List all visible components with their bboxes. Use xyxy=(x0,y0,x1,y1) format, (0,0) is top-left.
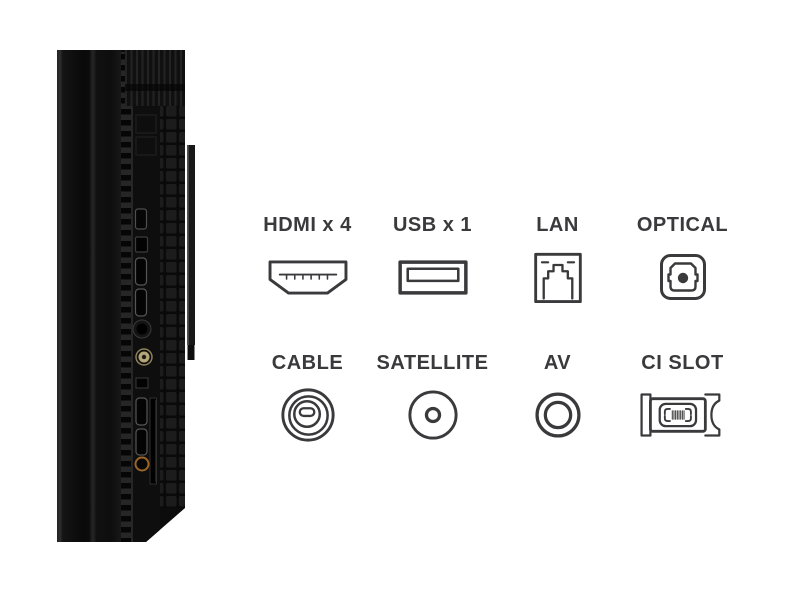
satellite-icon xyxy=(407,382,459,448)
tv-top-band xyxy=(125,84,185,91)
port-item-lan: LAN xyxy=(495,210,620,310)
optical-icon xyxy=(659,244,707,310)
usb-icon xyxy=(397,244,468,310)
ports-grid: HDMI x 4 USB x 1 LAN xyxy=(245,210,745,448)
port-label-usb: USB x 1 xyxy=(392,214,473,236)
cable-icon xyxy=(279,382,337,448)
tv-panel-detail xyxy=(135,114,157,134)
tv-panel-detail xyxy=(135,136,157,156)
port-item-usb: USB x 1 xyxy=(370,210,495,310)
port-label-satellite: SATELLITE xyxy=(376,352,489,374)
tv-bracket-highlight xyxy=(187,145,189,345)
tv-hdmi-port xyxy=(134,288,148,317)
tv-av-jack-hole xyxy=(136,323,148,335)
port-item-optical: OPTICAL xyxy=(620,210,745,310)
tv-lan-port xyxy=(135,377,149,389)
tv-side-photo xyxy=(48,40,218,560)
port-item-cable: CABLE xyxy=(245,348,370,448)
tv-side-photo-graphic xyxy=(57,50,195,542)
port-label-hdmi: HDMI x 4 xyxy=(263,214,352,236)
tv-optical-port xyxy=(134,236,149,253)
hdmi-icon xyxy=(267,244,349,310)
tv-hdmi-port xyxy=(135,397,148,426)
port-item-satellite: SATELLITE xyxy=(370,348,495,448)
port-label-lan: LAN xyxy=(536,214,579,236)
tv-screen-edge xyxy=(57,50,121,542)
tv-coax-connector-pin xyxy=(141,354,147,360)
port-label-cable: CABLE xyxy=(271,352,344,374)
tv-usb-port xyxy=(134,208,148,230)
port-item-ci-slot: CI SLOT xyxy=(620,348,745,448)
tv-hdmi-port xyxy=(134,257,148,286)
tv-vent-strip xyxy=(121,52,133,542)
lan-icon xyxy=(533,244,583,310)
tv-composite-jack xyxy=(134,456,150,472)
av-icon xyxy=(534,382,582,448)
port-label-av: AV xyxy=(543,352,572,374)
port-item-av: AV xyxy=(495,348,620,448)
tv-bracket xyxy=(187,145,195,345)
tv-back-texture xyxy=(160,106,185,508)
tv-hdmi-port xyxy=(135,428,148,456)
tv-bracket-foot xyxy=(187,345,195,360)
port-label-optical: OPTICAL xyxy=(636,214,729,236)
tv-top-ribs xyxy=(125,50,185,106)
port-label-ci-slot: CI SLOT xyxy=(641,352,724,374)
tv-ci-slot-edge xyxy=(155,400,157,482)
port-item-hdmi: HDMI x 4 xyxy=(245,210,370,310)
ci-slot-icon xyxy=(637,382,729,448)
tv-ci-slot xyxy=(149,397,157,485)
